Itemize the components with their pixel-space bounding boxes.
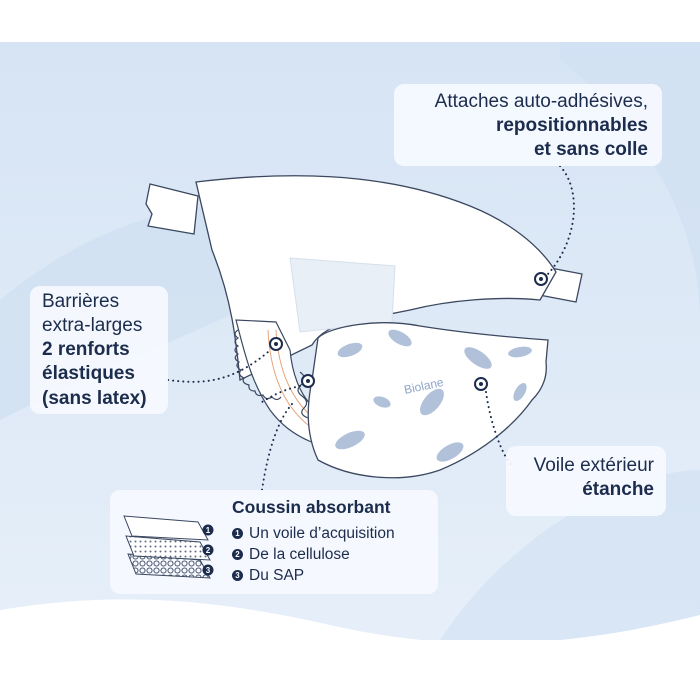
barriers-line-5: (sans latex)	[42, 387, 147, 409]
leaf-print	[464, 347, 492, 369]
leaf-print	[335, 430, 365, 450]
absorbent-core	[289, 257, 396, 333]
background-swirl	[560, 40, 700, 320]
barriers-line-2: extra-larges	[42, 315, 143, 337]
left-fastener-tab	[145, 183, 199, 235]
item-number: 3	[232, 570, 243, 581]
cushion-title: Coussin absorbant	[232, 497, 391, 517]
leaf-print	[373, 396, 391, 408]
list-item: 2 De la cellulose	[232, 544, 395, 565]
barriers-line-3: 2 renforts	[42, 339, 130, 361]
fasteners-line-1: Attaches auto-adhésives,	[434, 91, 648, 112]
layer-number-badges: 1 2 3	[202, 524, 214, 576]
item-label: Du SAP	[249, 566, 305, 584]
outer-veil-line-2: étanche	[582, 479, 654, 501]
leaf-print	[388, 329, 412, 347]
cushion-layers-illustration: 1 2 3	[123, 515, 214, 579]
layer-number-1: 1	[206, 526, 211, 535]
item-label: Un voile d’acquisition	[249, 524, 395, 542]
cushion-list: 1 Un voile d’acquisition 2 De la cellulo…	[232, 523, 395, 586]
barriers-callout: Barrières extra-larges 2 renforts élasti…	[30, 286, 168, 414]
layer-number-2: 2	[206, 546, 211, 555]
barriers-line-4: élastiques	[42, 363, 135, 385]
layer-acquisition-veil	[123, 515, 209, 541]
leaf-print	[420, 388, 444, 416]
fasteners-line-2: repositionnables	[495, 115, 648, 137]
barriers-line-1: Barrières	[42, 291, 120, 312]
barrier-leader-2	[261, 385, 301, 403]
layer-number-3: 3	[206, 566, 211, 575]
top-margin	[0, 0, 700, 42]
cushion-callout: 1 2 3 Coussin absorbant 1 Un voile d’acq…	[110, 490, 438, 594]
fasteners-callout: Attaches auto-adhésives, repositionnable…	[394, 84, 662, 166]
item-number: 2	[232, 549, 243, 560]
list-item: 3 Du SAP	[232, 565, 395, 586]
leaf-print	[337, 342, 363, 358]
item-number: 1	[232, 528, 243, 539]
elastic-barrier-ruffle	[234, 329, 282, 401]
leaf-print	[436, 442, 464, 462]
fastener-leader	[547, 165, 575, 275]
list-item: 1 Un voile d’acquisition	[232, 523, 395, 544]
item-label: De la cellulose	[249, 545, 350, 563]
outer-veil-callout: Voile extérieur étanche	[506, 446, 666, 516]
barrier-leader	[167, 351, 269, 383]
leaf-print	[508, 346, 532, 358]
leaf-print	[513, 382, 527, 402]
fasteners-line-3: et sans colle	[533, 139, 648, 161]
bottom-wave	[0, 599, 700, 700]
outer-veil-line-1: Voile extérieur	[533, 455, 654, 476]
